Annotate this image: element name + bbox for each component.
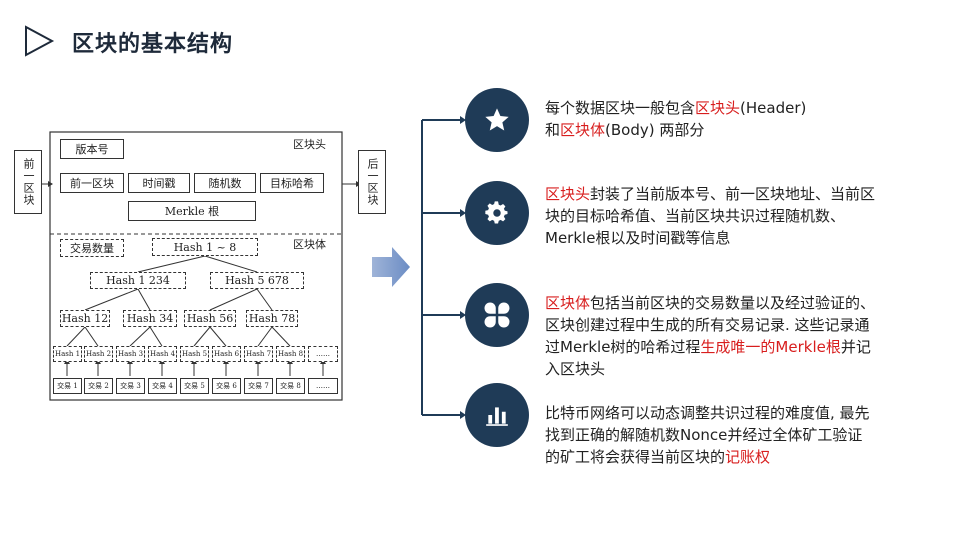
item-line: 入区块头 [545, 358, 945, 380]
clover-icon-circle [465, 283, 529, 347]
clover-icon [484, 302, 510, 328]
item-text-segment: 每个数据区块一般包含 [545, 99, 696, 117]
item-text-segment: 并记 [840, 338, 871, 356]
block-structure-diagram: 区块头 区块体 前一区块 后一区块 版本号 前一区块 时间戳 随机数 目标哈希 … [10, 130, 400, 410]
target-hash-field: 目标哈希 [260, 173, 324, 193]
star-icon [485, 108, 509, 131]
merkle-node: Hash 1 ~ 8 [152, 238, 258, 256]
body-section-label: 区块体 [293, 238, 326, 251]
leaf-hash: …… [308, 346, 338, 362]
highlight-text: 区块体 [545, 294, 591, 312]
nonce-field: 随机数 [194, 173, 256, 193]
play-triangle-icon [25, 25, 55, 57]
item-text-segment: 比特币网络可以动态调整共识过程的难度值, 最先 [545, 404, 870, 422]
item-text-segment: 找到正确的解随机数Nonce并经过全体矿工验证 [545, 426, 863, 444]
merkle-node: Hash 1 234 [90, 272, 186, 289]
prev-block-side: 前一区块 [14, 150, 42, 214]
gear-icon [485, 201, 508, 224]
item-line: 的矿工将会获得当前区块的记账权 [545, 446, 945, 468]
merkle-node: Hash 34 [123, 310, 177, 327]
merkle-node: Hash 78 [246, 310, 298, 327]
header-section-label: 区块头 [293, 138, 326, 151]
item-text-segment: (Body) 两部分 [605, 121, 705, 139]
item-text-segment: 包括当前区块的交易数量以及经过验证的、 [590, 294, 876, 312]
item-text-segment: (Header) [740, 99, 807, 117]
item-text-segment: 和 [545, 121, 561, 139]
item-text-3: 区块体包括当前区块的交易数量以及经过验证的、区块创建过程中生成的所有交易记录. … [545, 292, 945, 380]
leaf-hash: Hash 1 [53, 346, 82, 362]
highlight-text: 记账权 [725, 448, 771, 466]
item-text-segment: 区块创建过程中生成的所有交易记录. 这些记录通 [545, 316, 870, 334]
page-title: 区块的基本结构 [72, 32, 234, 57]
leaf-hash: Hash 3 [116, 346, 145, 362]
merkle-node: Hash 12 [60, 310, 110, 327]
transaction-box: 交易 2 [84, 378, 113, 394]
transaction-box: 交易 6 [212, 378, 241, 394]
bracket-connector [421, 116, 466, 419]
highlight-text: 区块体 [560, 121, 606, 139]
item-line: 区块创建过程中生成的所有交易记录. 这些记录通 [545, 314, 945, 336]
item-text-4: 比特币网络可以动态调整共识过程的难度值, 最先找到正确的解随机数Nonce并经过… [545, 402, 945, 468]
item-line: 比特币网络可以动态调整共识过程的难度值, 最先 [545, 402, 945, 424]
tx-count-field: 交易数量 [60, 239, 124, 257]
transaction-box: 交易 5 [180, 378, 209, 394]
item-text-segment: 块的目标哈希值、当前区块共识过程随机数、 [545, 207, 846, 225]
merkle-node: Hash 5 678 [210, 272, 304, 289]
item-line: 找到正确的解随机数Nonce并经过全体矿工验证 [545, 424, 945, 446]
transaction-box: …… [308, 378, 338, 394]
item-line: Merkle根以及时间戳等信息 [545, 227, 945, 249]
highlight-text: 区块头 [695, 99, 741, 117]
item-line: 过Merkle树的哈希过程生成唯一的Merkle根并记 [545, 336, 945, 358]
leaf-hash: Hash 6 [212, 346, 241, 362]
merkle-root-field: Merkle 根 [128, 201, 256, 221]
item-text-1: 每个数据区块一般包含区块头(Header)和区块体(Body) 两部分 [545, 97, 945, 141]
transaction-box: 交易 3 [116, 378, 145, 394]
item-text-segment: 入区块头 [545, 360, 606, 378]
highlight-text: 区块头 [545, 185, 591, 203]
next-block-side: 后一区块 [358, 150, 386, 214]
item-line: 区块头封装了当前版本号、前一区块地址、当前区 [545, 183, 945, 205]
right-arrow-icon [372, 247, 410, 287]
merkle-node: Hash 56 [184, 310, 236, 327]
diagram-lines [42, 131, 361, 401]
transaction-box: 交易 7 [244, 378, 273, 394]
item-line: 每个数据区块一般包含区块头(Header) [545, 97, 945, 119]
leaf-hash: Hash 4 [148, 346, 177, 362]
item-text-segment: 过Merkle树的哈希过程 [545, 338, 701, 356]
item-line: 块的目标哈希值、当前区块共识过程随机数、 [545, 205, 945, 227]
item-text-segment: Merkle根以及时间戳等信息 [545, 229, 731, 247]
item-text-2: 区块头封装了当前版本号、前一区块地址、当前区块的目标哈希值、当前区块共识过程随机… [545, 183, 945, 249]
star-icon-circle [465, 88, 529, 152]
leaf-hash: Hash 8 [276, 346, 305, 362]
leaf-hash: Hash 2 [84, 346, 113, 362]
item-line: 区块体包括当前区块的交易数量以及经过验证的、 [545, 292, 945, 314]
prev-block-field: 前一区块 [60, 173, 124, 193]
version-field: 版本号 [60, 139, 124, 159]
transaction-box: 交易 1 [53, 378, 82, 394]
timestamp-field: 时间戳 [128, 173, 190, 193]
item-text-segment: 封装了当前版本号、前一区块地址、当前区 [590, 185, 876, 203]
item-line: 和区块体(Body) 两部分 [545, 119, 945, 141]
item-text-segment: 的矿工将会获得当前区块的 [545, 448, 726, 466]
bar-chart-icon-circle [465, 383, 529, 447]
gear-icon-circle [465, 181, 529, 245]
bar-chart-icon [486, 407, 508, 426]
transaction-box: 交易 4 [148, 378, 177, 394]
transaction-box: 交易 8 [276, 378, 305, 394]
leaf-hash: Hash 5 [180, 346, 209, 362]
leaf-hash: Hash 7 [244, 346, 273, 362]
highlight-text: 生成唯一的Merkle根 [700, 338, 841, 356]
